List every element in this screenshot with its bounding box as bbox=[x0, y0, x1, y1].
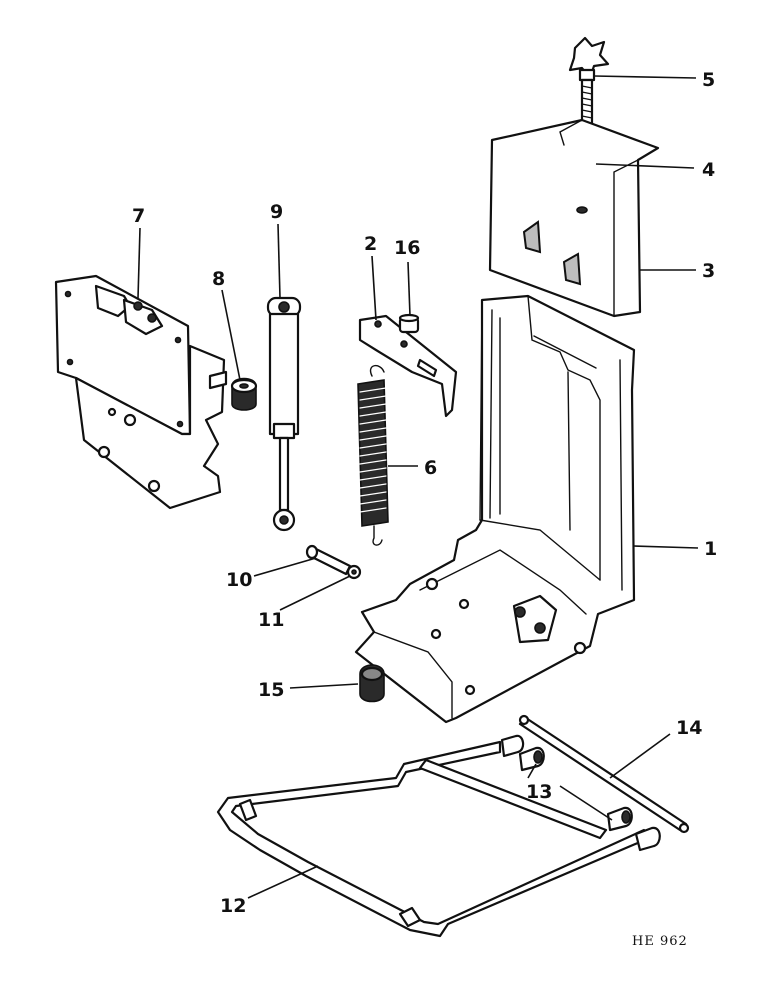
leader-4 bbox=[595, 163, 695, 169]
callout-7: 7 bbox=[132, 205, 145, 227]
callout-8: 8 bbox=[212, 268, 225, 290]
callout-3: 3 bbox=[702, 260, 715, 282]
callout-1: 1 bbox=[704, 538, 717, 560]
part-12-tube-frame bbox=[216, 734, 661, 938]
part-3-cushion bbox=[488, 118, 660, 318]
part-14-rod bbox=[518, 714, 690, 834]
leader-13a bbox=[527, 763, 537, 779]
plate-code: HE 962 bbox=[632, 934, 688, 949]
callout-9: 9 bbox=[270, 201, 283, 223]
leader-15 bbox=[289, 683, 359, 689]
part-2-bracket bbox=[358, 314, 458, 418]
part-10-pin bbox=[305, 544, 352, 576]
leader-5 bbox=[593, 75, 697, 79]
leader-1 bbox=[633, 545, 699, 549]
leader-13b bbox=[559, 785, 613, 821]
callout-4: 4 bbox=[702, 159, 715, 181]
leader-11 bbox=[279, 575, 351, 611]
leader-16 bbox=[407, 261, 411, 317]
callout-16: 16 bbox=[394, 237, 420, 259]
callout-5: 5 bbox=[702, 69, 715, 91]
leader-9 bbox=[277, 223, 281, 299]
callout-11: 11 bbox=[258, 609, 284, 631]
part-16-bushing bbox=[398, 313, 420, 334]
callout-15: 15 bbox=[258, 679, 284, 701]
part-1-seat-frame bbox=[354, 294, 636, 724]
leader-12 bbox=[247, 865, 319, 899]
leader-14 bbox=[609, 733, 671, 779]
leader-lines bbox=[137, 75, 699, 899]
callout-12: 12 bbox=[220, 895, 246, 917]
callout-2: 2 bbox=[364, 233, 377, 255]
leader-10 bbox=[253, 557, 317, 577]
callout-14: 14 bbox=[676, 717, 702, 739]
part-15-cap bbox=[359, 664, 385, 703]
part-13-bushings bbox=[518, 746, 633, 832]
callout-labels: 1 2 3 4 5 6 7 8 9 10 11 12 13 14 15 16 bbox=[132, 69, 717, 917]
part-6-spring bbox=[357, 365, 389, 546]
callout-13: 13 bbox=[526, 781, 552, 803]
part-8-rubber-bushing bbox=[230, 377, 258, 411]
callout-6: 6 bbox=[424, 457, 437, 479]
leader-8 bbox=[221, 289, 241, 381]
leader-7 bbox=[137, 227, 141, 299]
part-7-mounting-plate bbox=[54, 274, 228, 510]
leader-2 bbox=[371, 255, 377, 321]
callout-10: 10 bbox=[226, 569, 252, 591]
part-11-clip bbox=[346, 564, 362, 580]
part-9-shock-absorber bbox=[266, 296, 302, 532]
